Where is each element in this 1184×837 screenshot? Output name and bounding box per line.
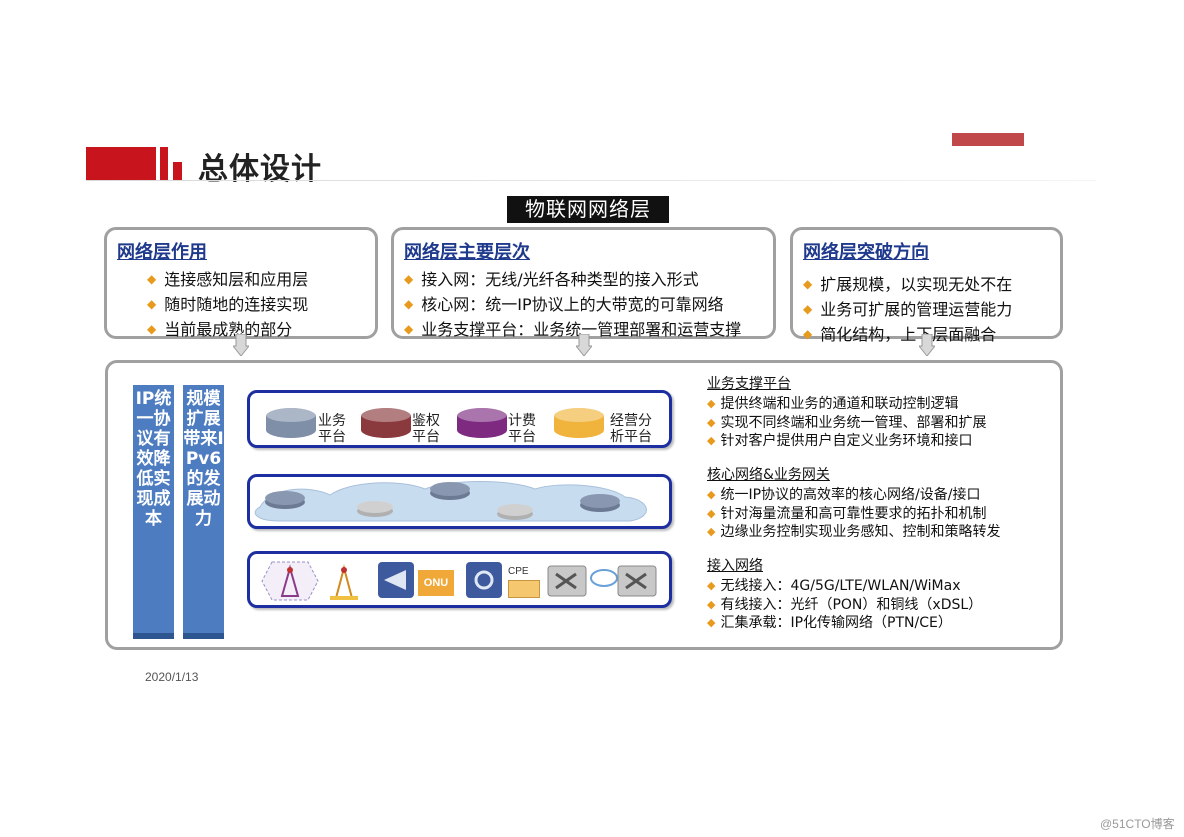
- router-icon: [497, 504, 533, 520]
- list-item: ◆针对客户提供用户自定义业务环境和接口: [707, 433, 973, 449]
- cpe-device: [508, 580, 540, 598]
- down-arrow-icon: [233, 334, 249, 356]
- accent-bar: [952, 133, 1024, 146]
- section-title: 核心网络&业务网关: [707, 467, 830, 483]
- direction-box: 网络层突破方向 ◆扩展规模，以实现无处不在 ◆业务可扩展的管理运营能力 ◆简化结…: [790, 227, 1063, 344]
- list-item: ◆汇集承载：IP化传输网络（PTN/CE）: [707, 615, 952, 631]
- list-item: ◆当前最成熟的部分: [147, 320, 293, 339]
- levels-box: 网络层主要层次 ◆接入网：无线/光纤各种类型的接入形式 ◆核心网：统一IP协议上…: [391, 227, 776, 339]
- list-item: ◆随时随地的连接实现: [147, 295, 309, 314]
- box-title: 网络层突破方向: [803, 242, 929, 263]
- down-arrow-icon: [919, 334, 935, 356]
- list-item: ◆核心网：统一IP协议上的大带宽的可靠网络: [404, 295, 724, 314]
- link-icon: [590, 569, 618, 587]
- access-network-row: ONU CPE: [247, 551, 672, 608]
- list-item: ◆提供终端和业务的通道和联动控制逻辑: [707, 396, 959, 412]
- router-icon: [466, 562, 502, 598]
- title-decoration-bar: [86, 147, 156, 180]
- list-item: ◆扩展规模，以实现无处不在: [803, 275, 1013, 294]
- core-network-row: [247, 474, 672, 529]
- list-item: ◆统一IP协议的高效率的核心网络/设备/接口: [707, 487, 981, 503]
- router-icon: [265, 491, 305, 509]
- switch-icon: [547, 565, 587, 597]
- onu-device: ONU: [418, 570, 454, 596]
- list-item: ◆边缘业务控制实现业务感知、控制和策略转发: [707, 524, 1001, 540]
- section-title: 业务支撑平台: [707, 376, 791, 392]
- platform-label: 计费平台: [508, 413, 536, 445]
- platform-label: 业务平台: [318, 413, 346, 445]
- ip-unified-column: IP统一协议有效降低实现成本: [133, 385, 174, 639]
- list-item: ◆有线接入：光纤（PON）和铜线（xDSL）: [707, 597, 983, 613]
- list-item: ◆连接感知层和应用层: [147, 270, 309, 289]
- title-underline: [86, 180, 1096, 181]
- cpe-label: CPE: [508, 566, 529, 577]
- ipv6-column: 规模扩展带来IPv6的发展动力: [183, 385, 224, 639]
- olt-icon: [378, 562, 414, 598]
- title-decoration-bar: [173, 162, 182, 180]
- list-item: ◆业务支撑平台：业务统一管理部署和运营支撑: [404, 320, 742, 339]
- role-box: 网络层作用 ◆连接感知层和应用层 ◆随时随地的连接实现 ◆当前最成熟的部分: [104, 227, 378, 339]
- list-item: ◆无线接入：4G/5G/LTE/WLAN/WiMax: [707, 578, 961, 594]
- list-item: ◆接入网：无线/光纤各种类型的接入形式: [404, 270, 699, 289]
- platform-label: 经营分析平台: [610, 413, 652, 445]
- database-icon: [554, 408, 604, 438]
- list-item: ◆实现不同终端和业务统一管理、部署和扩展: [707, 415, 987, 431]
- title-decoration-bar: [160, 147, 168, 180]
- platform-row: 业务平台 鉴权平台 计费平台 经营分析平台: [247, 390, 672, 448]
- switch-icon: [617, 565, 657, 597]
- router-icon: [430, 482, 470, 500]
- database-icon: [361, 408, 411, 438]
- page-title: 总体设计: [198, 152, 322, 187]
- database-icon: [266, 408, 316, 438]
- router-icon: [357, 501, 393, 517]
- down-arrow-icon: [576, 334, 592, 356]
- router-icon: [580, 494, 620, 512]
- database-icon: [457, 408, 507, 438]
- box-title: 网络层主要层次: [404, 242, 530, 263]
- list-item: ◆简化结构，上下层面融合: [803, 325, 997, 344]
- box-title: 网络层作用: [117, 242, 207, 263]
- antenna-icon: [330, 564, 358, 600]
- wireless-tower-icon: [261, 561, 319, 601]
- slide-date: 2020/1/13: [145, 670, 199, 684]
- list-item: ◆针对海量流量和高可靠性要求的拓扑和机制: [707, 506, 987, 522]
- section-title: 接入网络: [707, 558, 763, 574]
- cloud-network-icon: [254, 481, 647, 522]
- layer-title: 物联网网络层: [507, 196, 669, 223]
- watermark: @51CTO博客: [1100, 817, 1175, 831]
- platform-label: 鉴权平台: [412, 413, 440, 445]
- list-item: ◆业务可扩展的管理运营能力: [803, 300, 1013, 319]
